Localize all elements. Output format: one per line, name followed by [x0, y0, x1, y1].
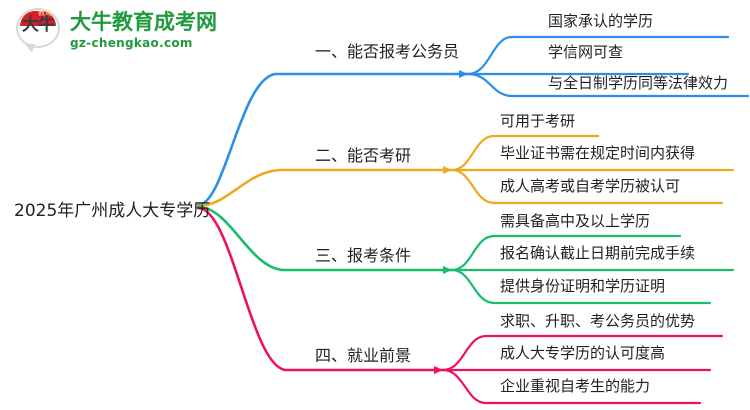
leaf-label-3-3[interactable]: 提供身份证明和学历证明 [500, 277, 666, 295]
logo-title: 大牛教育成考网 [70, 9, 217, 34]
logo-dome-text: 教育 [38, 9, 52, 17]
branch-label-4[interactable]: 四、就业前景 [315, 346, 412, 365]
leaf-label-1-2[interactable]: 学信网可查 [548, 43, 624, 61]
branch-label-1[interactable]: 一、能否报考公务员 [315, 42, 460, 61]
logo-subtitle: gz-chengkao.com [70, 35, 193, 50]
mindmap-root-label: 2025年广州成人大专学历 [14, 201, 211, 221]
leaf-label-2-1[interactable]: 可用于考研 [500, 112, 576, 130]
leaf-label-1-1[interactable]: 国家承认的学历 [548, 12, 654, 30]
logo-text-block: 大牛教育成考网 gz-chengkao.com [70, 9, 217, 50]
leaf-label-3-1[interactable]: 需具备高中及以上学历 [500, 212, 651, 230]
branch-4-connectors [196, 206, 724, 405]
logo-mark-icon: 教育 大牛 [16, 8, 62, 53]
leaf-label-4-3[interactable]: 企业重视自考生的能力 [500, 377, 651, 395]
leaf-label-3-2[interactable]: 报名确认截止日期前完成手续 [500, 244, 696, 262]
leaf-label-4-1[interactable]: 求职、升职、考公务员的优势 [500, 312, 696, 330]
site-logo: 教育 大牛 大牛教育成考网 gz-chengkao.com [16, 8, 217, 53]
leaf-label-2-3[interactable]: 成人高考或自考学历被认可 [500, 177, 681, 195]
leaf-label-2-2[interactable]: 毕业证书需在规定时间内获得 [500, 144, 696, 162]
logo-mark-text: 大牛 [22, 15, 55, 35]
leaf-label-4-2[interactable]: 成人大专学历的认可度高 [500, 344, 666, 362]
logo-dome-shape [20, 11, 56, 26]
leaf-label-1-3[interactable]: 与全日制学历同等法律效力 [548, 74, 729, 92]
branch-label-3[interactable]: 三、报考条件 [315, 246, 412, 265]
branch-label-2[interactable]: 二、能否考研 [315, 146, 412, 165]
